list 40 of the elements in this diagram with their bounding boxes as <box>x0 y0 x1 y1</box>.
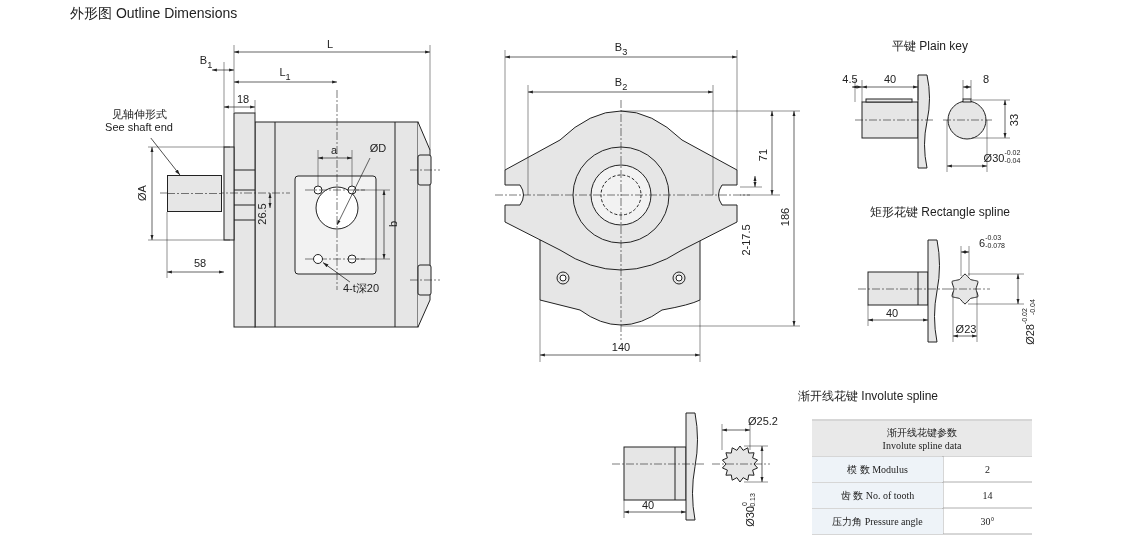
dimension-text: 33 <box>1007 113 1021 127</box>
dimension-text: ØA <box>135 185 149 201</box>
dimension-text: 2-17.5 <box>739 224 753 256</box>
dimension-text: 26.5 <box>255 203 269 225</box>
dimension-text: 40 <box>885 306 899 320</box>
dimension-text: 8 <box>982 72 990 86</box>
shaft-drawing <box>167 175 222 212</box>
dimension-text: a <box>330 143 338 157</box>
dimension-text: L <box>326 37 334 51</box>
table-header: 渐开线花键参数 Involute spline data <box>812 421 1032 456</box>
dimension-text: b <box>386 220 400 228</box>
dimension-text: 186 <box>778 207 792 227</box>
callout-text: See shaft end <box>104 121 174 135</box>
dimension-text: 40 <box>641 498 655 512</box>
callout-text: 4-t深20 <box>341 282 381 296</box>
dimension-text: 58 <box>193 256 207 270</box>
parameter-name: 齿 数 No. of tooth <box>812 483 943 508</box>
dimension-text: L$_{1}$ <box>279 66 291 82</box>
dimension-text: ØD <box>369 141 387 155</box>
parameter-value: 2 <box>984 463 991 477</box>
dimension-text: 71 <box>756 148 770 162</box>
section-heading: 平键 Plain key <box>892 40 968 54</box>
section-heading: 渐开线花键 Involute spline <box>797 390 939 404</box>
section-heading: 矩形花键 Rectangle spline <box>869 206 1011 220</box>
dimension-text: Ø25.2 <box>748 414 778 428</box>
dimension-text: Ø23 <box>955 322 977 336</box>
bolt-hole <box>313 254 323 264</box>
parameter-value: 14 <box>981 489 994 503</box>
dimension-text: B$_{3}$ <box>614 41 628 57</box>
dimension-text: 18 <box>236 92 250 106</box>
callout-text: 见轴伸形式 <box>110 108 168 122</box>
dimension-text: 140 <box>611 340 631 354</box>
parameter-value: 30° <box>979 515 996 529</box>
dimension-text: 4.5 <box>842 72 858 86</box>
dimension-text: B$_{1}$ <box>199 54 213 70</box>
parameter-name: 压力角 Pressure angle <box>812 509 943 534</box>
dimension-text: B$_{2}$ <box>614 76 628 92</box>
parameter-name: 模 数 Modulus <box>812 457 943 482</box>
dimension-text: 40 <box>883 72 897 86</box>
diagram-title: 外形图 Outline Dimensions <box>70 6 238 22</box>
